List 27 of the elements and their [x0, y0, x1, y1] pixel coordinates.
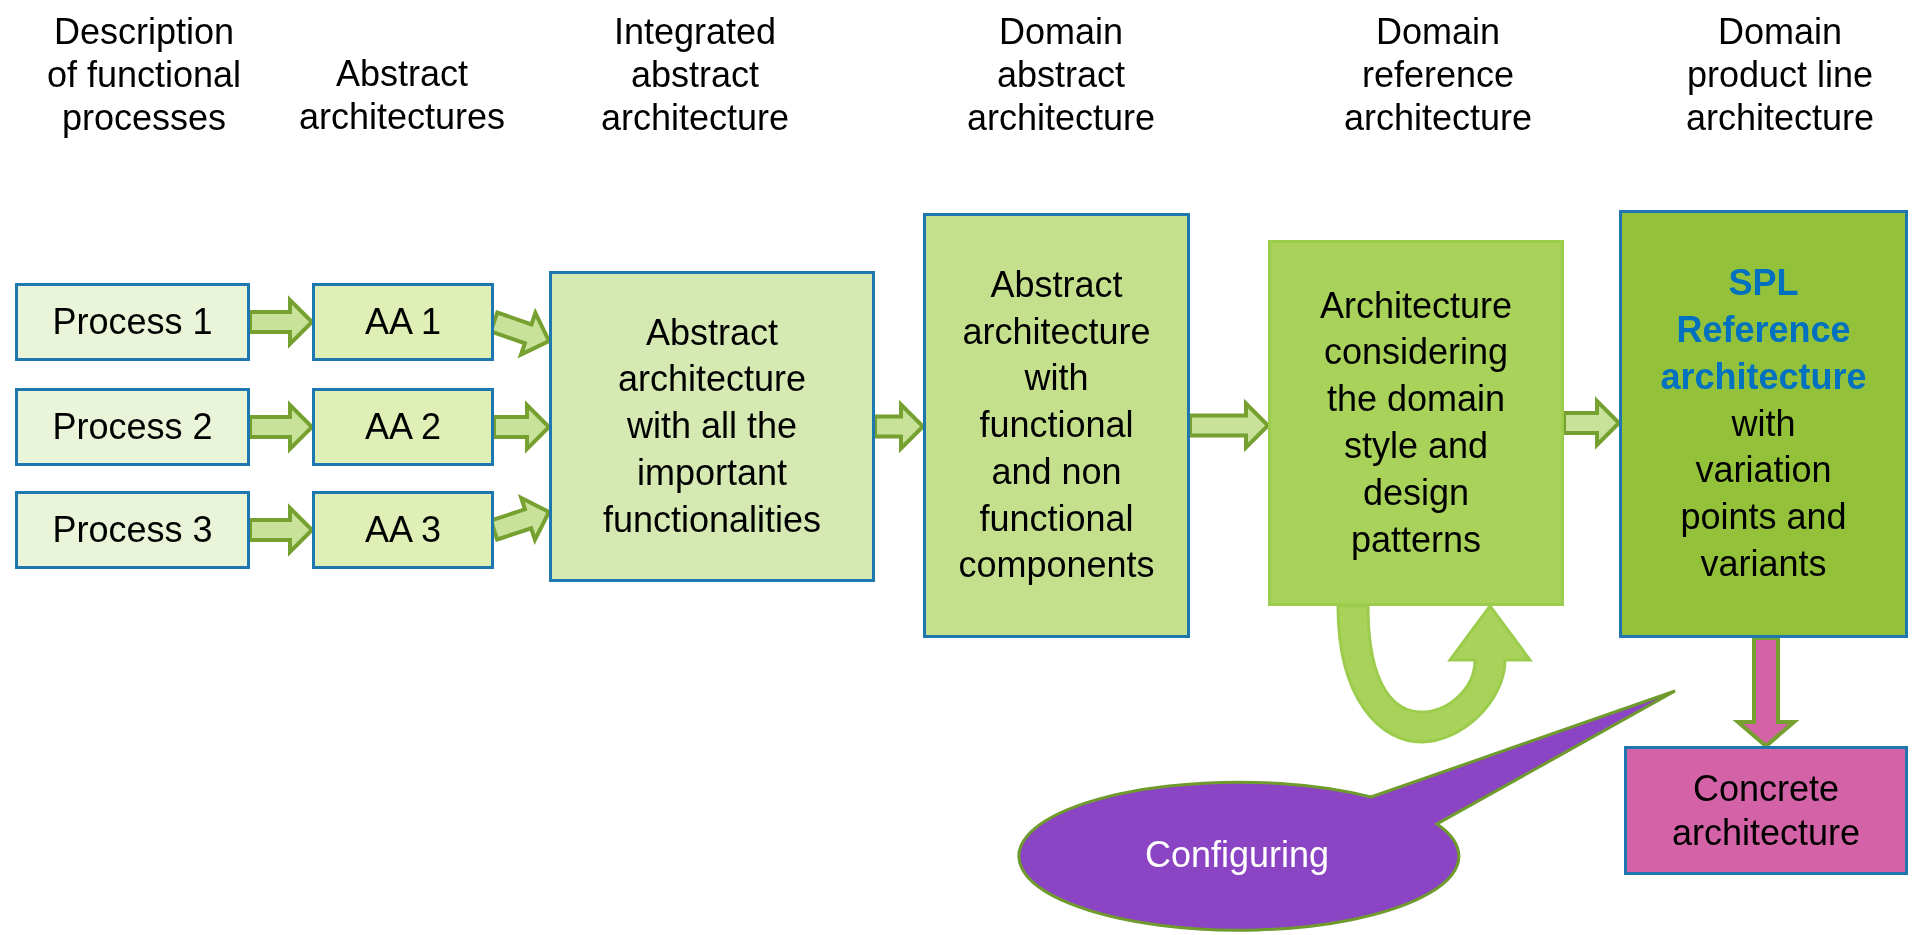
process-box: Abstract architecture with all the important functionalities — [549, 271, 875, 582]
process-box: Abstract architecture with functional and non functional components — [923, 213, 1190, 638]
column-heading: Domain product line architecture — [1684, 10, 1876, 140]
block-arrow — [248, 503, 315, 557]
block-arrow — [248, 295, 315, 349]
block-arrow — [1732, 636, 1800, 749]
process-box: AA 3 — [312, 491, 494, 569]
column-heading: Domain reference architecture — [1342, 10, 1534, 140]
process-box: AA 1 — [312, 283, 494, 361]
block-arrow — [873, 399, 926, 454]
column-heading: Abstract architectures — [297, 52, 507, 139]
block-arrow — [248, 400, 315, 454]
block-arrow — [492, 400, 552, 454]
column-heading: Integrated abstract architecture — [599, 10, 791, 140]
block-arrow — [1562, 396, 1622, 450]
column-heading: Domain abstract architecture — [965, 10, 1157, 140]
callout-text: Configuring — [1143, 833, 1331, 878]
column-heading: Description of functional processes — [45, 10, 243, 140]
process-box: SPL Reference architecture with variation points and variants — [1619, 210, 1908, 638]
process-box: Concrete architecture — [1624, 746, 1908, 875]
process-box: AA 2 — [312, 388, 494, 466]
u-turn-arrow — [1336, 604, 1532, 744]
process-box: Process 1 — [15, 283, 250, 361]
process-box: Architecture considering the domain style and design patterns — [1268, 240, 1564, 606]
block-arrow — [1188, 398, 1271, 453]
process-box: Process 3 — [15, 491, 250, 569]
process-box: Process 2 — [15, 388, 250, 466]
